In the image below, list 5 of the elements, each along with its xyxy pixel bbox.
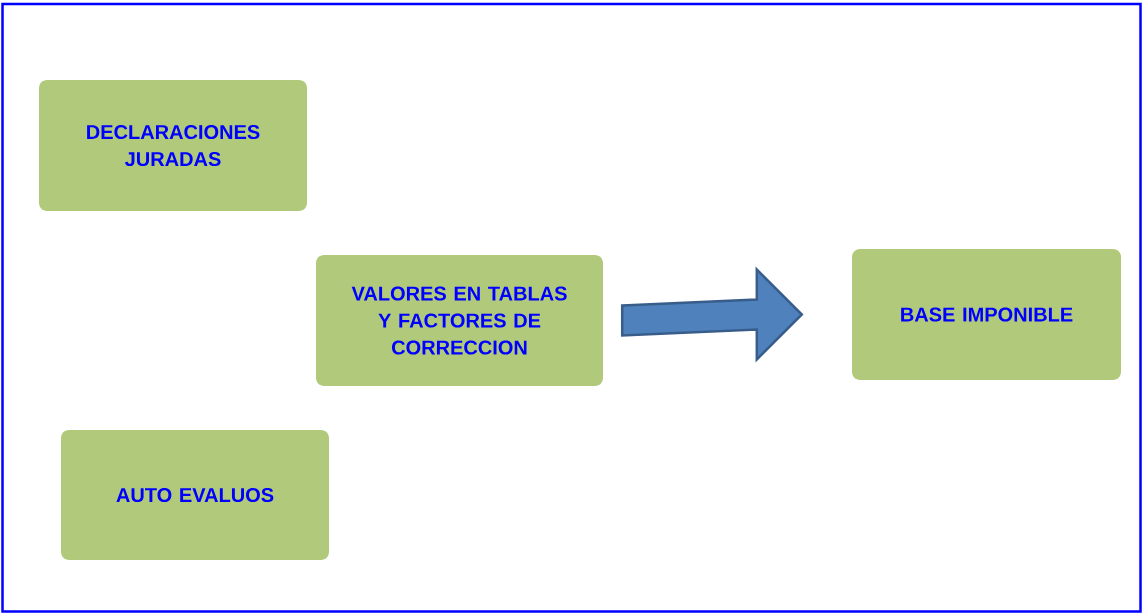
process-box: BASE IMPONIBLE [852,249,1121,380]
block-arrow [620,266,804,363]
process-box: DECLARACIONES JURADAS [39,80,307,211]
process-box: AUTO EVALUOS [61,430,329,560]
process-box: VALORES EN TABLAS Y FACTORES DE CORRECCION [316,255,603,386]
